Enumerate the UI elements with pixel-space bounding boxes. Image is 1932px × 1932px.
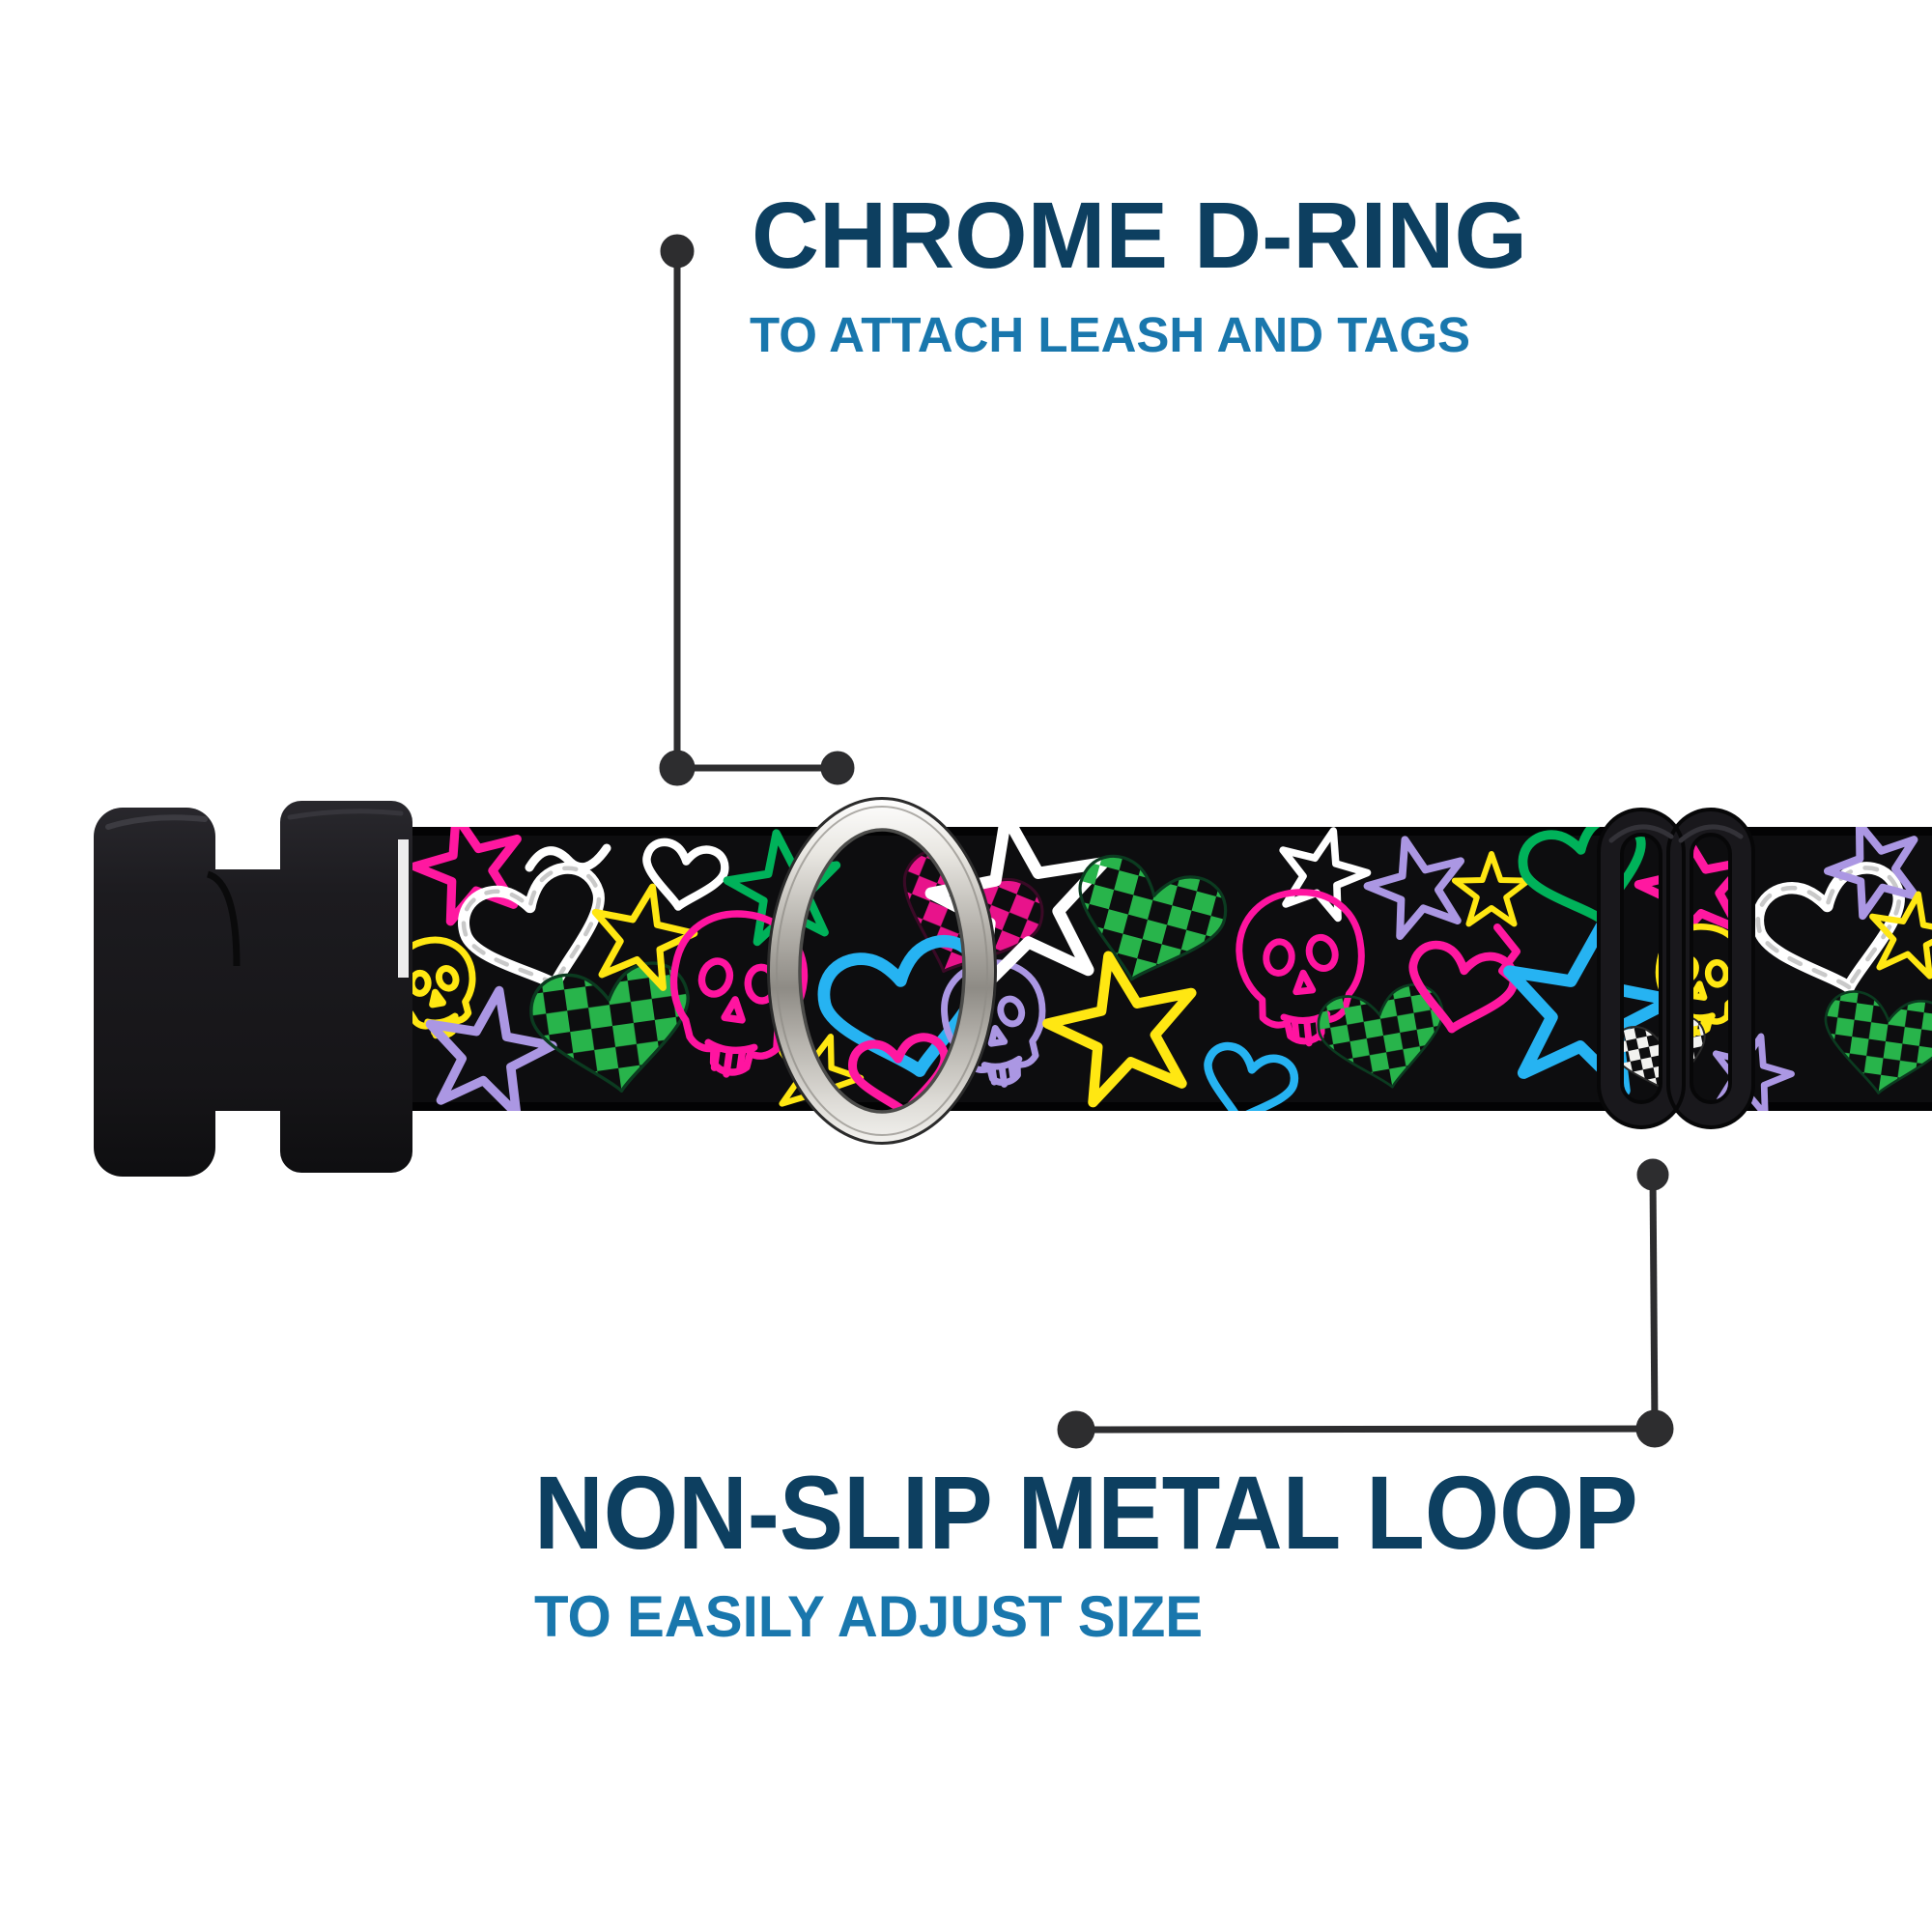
buckle-highlight: [105, 814, 208, 830]
webbing-pattern: [388, 801, 1932, 1131]
callout-connectors: [659, 234, 1674, 1449]
buckle-highlight: [287, 809, 404, 820]
d-ring-callout-title: CHROME D-RING: [752, 183, 1527, 288]
callout-line-horizontal: [1075, 1425, 1656, 1434]
metal-slide-loop: [1597, 807, 1755, 1130]
slide-loop-frame: [1597, 807, 1755, 1130]
buckle-slot-gap: [398, 839, 409, 978]
callout-dot: [1636, 1158, 1669, 1191]
d-ring-inner-edge: [798, 828, 966, 1114]
callout-dot: [1057, 1410, 1095, 1449]
plastic-side-release-buckle: [94, 801, 412, 1177]
webbing-top-edge: [401, 827, 1932, 836]
metal-loop-callout-connector: [1057, 1158, 1674, 1449]
callout-dot: [820, 751, 855, 785]
d-ring-seam: [776, 806, 988, 1136]
slide-loop-highlight: [1678, 824, 1744, 843]
metal-loop-callout-subtitle: TO EASILY ADJUST SIZE: [534, 1584, 1204, 1649]
metal-loop-callout-title: NON-SLIP METAL LOOP: [534, 1454, 1638, 1571]
d-ring-callout-subtitle: TO ATTACH LEASH AND TAGS: [750, 307, 1471, 362]
buckle-shadow-line: [206, 870, 241, 967]
callout-line-vertical: [1649, 1174, 1659, 1430]
pattern-squiggle-white: [525, 843, 611, 872]
buckle-body: [280, 801, 412, 1173]
callout-dot: [659, 750, 696, 786]
callout-dot: [660, 234, 695, 269]
d-ring-outer-edge: [767, 797, 997, 1145]
slide-loop-highlight: [1608, 824, 1674, 843]
buckle-end-cap: [94, 808, 215, 1177]
chrome-d-ring: [767, 797, 997, 1145]
webbing-bottom-edge: [401, 1102, 1932, 1111]
d-ring-callout-connector: [659, 234, 855, 786]
collar-webbing: [388, 801, 1932, 1131]
d-ring-body: [769, 799, 995, 1143]
callout-dot: [1635, 1409, 1674, 1448]
